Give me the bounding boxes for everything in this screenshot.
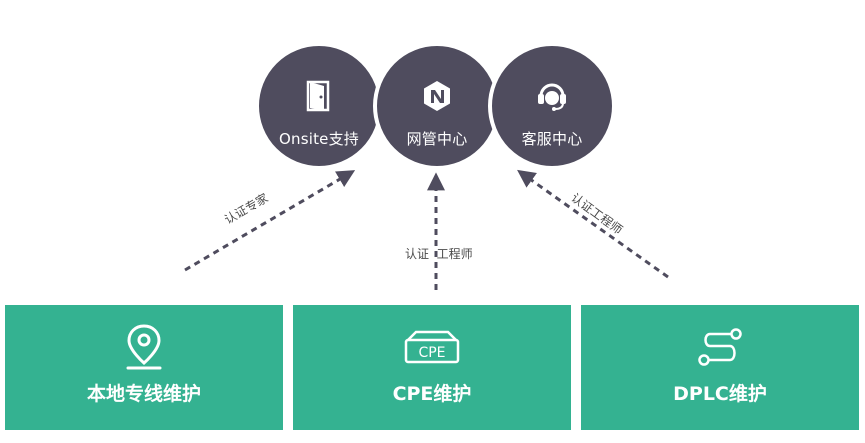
box-label: CPE维护 [392,383,472,405]
circle-onsite-support: Onsite支持 [255,42,383,170]
cpe-icon-text: CPE [418,345,445,361]
route-path-icon [696,323,744,371]
network-logo-icon [422,76,452,116]
arrow-label-middle: 认证 工程师 [405,247,473,261]
circle-label: 客服中心 [521,130,583,148]
box-dplc-maintenance: DPLC维护 [581,305,859,430]
circle-customer-service: 客服中心 [488,42,616,170]
box-label: 本地专线维护 [86,383,201,405]
circle-label: Onsite支持 [278,130,359,148]
headset-icon [535,76,569,116]
circle-label: 网管中心 [406,130,468,148]
box-label: DPLC维护 [673,383,767,405]
location-pin-icon [124,323,164,371]
cpe-device-icon: CPE [404,323,460,371]
box-local-line-maintenance: 本地专线维护 [5,305,283,430]
circle-nms-center: 网管中心 [373,42,501,170]
box-cpe-maintenance: CPE CPE维护 [293,305,571,430]
arrow-right [517,169,669,279]
door-icon [304,76,334,116]
arrow-left [184,170,356,272]
